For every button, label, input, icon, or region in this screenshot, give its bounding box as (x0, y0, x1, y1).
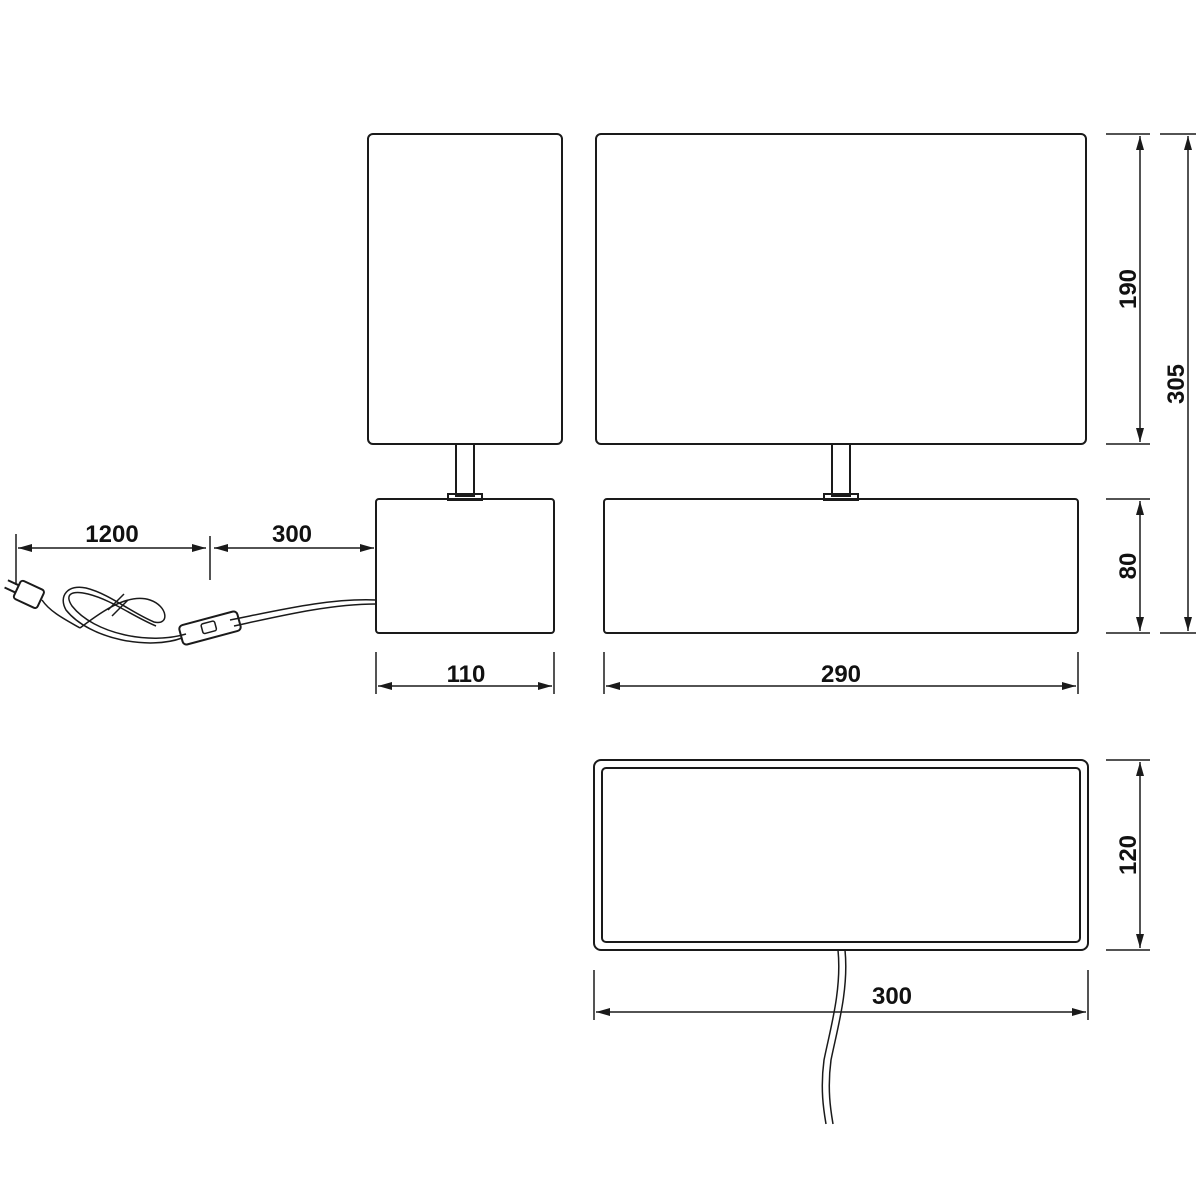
side-stem (455, 443, 475, 497)
cord-coil (62, 586, 183, 644)
power-cord-assembly (4, 579, 377, 646)
shade-height-label: 190 (1115, 269, 1142, 309)
cord-from-base (229, 599, 377, 621)
top-inner (601, 767, 1081, 943)
cord-to-switch-label: 300 (272, 521, 312, 548)
top-depth-dimension: 120 (1106, 759, 1150, 951)
base-height-dimension: 80 (1106, 498, 1150, 634)
switch-icon (178, 610, 242, 646)
front-base-width-label: 290 (821, 661, 861, 688)
side-shade (367, 133, 563, 445)
front-shade (595, 133, 1087, 445)
cord-to-switch-dimension: 300 (214, 521, 374, 552)
side-base-width-label: 110 (447, 661, 486, 688)
top-view (593, 759, 1089, 1125)
front-view (595, 133, 1087, 634)
shade-height-dimension: 190 (1106, 133, 1150, 445)
top-outer (593, 759, 1089, 951)
plug-icon (4, 579, 45, 609)
side-base (375, 498, 555, 634)
top-width-dimension: 300 (593, 970, 1089, 1020)
cord-length-dimension: 1200 (15, 521, 211, 585)
top-width-label: 300 (872, 983, 912, 1010)
overall-height-label: 305 (1163, 364, 1190, 404)
side-view (367, 133, 563, 634)
front-stem (831, 443, 851, 497)
top-depth-label: 120 (1115, 835, 1142, 875)
front-base-width-dimension: 290 (603, 652, 1079, 694)
cord-length-label: 1200 (85, 521, 138, 548)
overall-height-dimension: 305 (1160, 133, 1196, 634)
front-base (603, 498, 1079, 634)
top-cord (821, 949, 840, 1125)
base-height-label: 80 (1115, 553, 1142, 580)
side-base-width-dimension: 110 (375, 652, 555, 694)
